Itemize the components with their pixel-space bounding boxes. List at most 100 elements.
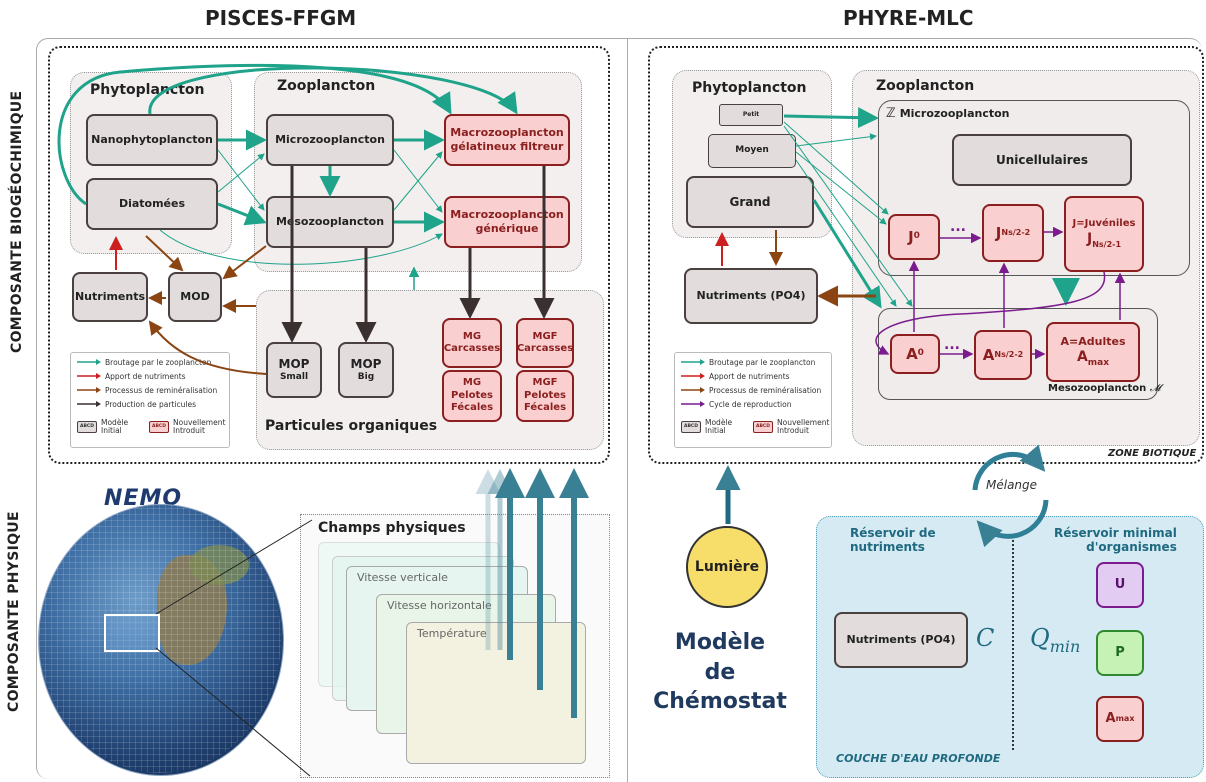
center-divider [627, 38, 628, 782]
legend-initial-swatch: ABCD [77, 420, 97, 433]
phyre-biotic-zone [648, 46, 1204, 464]
node-mop-small: MOP Small [266, 342, 322, 398]
melange-arrow-bottom [976, 499, 1049, 548]
field-vh-label: Vitesse horizontale [387, 599, 492, 612]
node-phyre-nutriments: Nutriments (PO4) [684, 268, 818, 324]
arrow-meso-mod [222, 245, 267, 280]
a-ellipsis: ... [944, 337, 960, 353]
node-mgf-carcasses: MGF Carcasses [516, 318, 574, 368]
node-unicell: Unicellulaires [952, 134, 1132, 186]
node-nutriments: Nutriments [72, 272, 148, 322]
microzoo-title-text: Microzooplancton [899, 107, 1010, 120]
phyre-phyto-title: Phytoplancton [692, 80, 807, 96]
field-vv-label: Vitesse verticale [357, 571, 448, 584]
chemostat-title-2: de [704, 659, 736, 685]
juv-line1: J=Juvéniles [1072, 218, 1136, 230]
phyre-legend-new-swatch: ABCD [753, 420, 773, 433]
deep-divider [1012, 540, 1014, 750]
phyre-legend-row-remin: Processus de reminéralisation [681, 384, 821, 396]
deep-layer-label: COUCHE D'EAU PROFONDE [836, 752, 1001, 765]
adult-sub: max [1087, 357, 1110, 368]
arrow-diatom-micro [217, 153, 265, 193]
globe-grid [39, 505, 281, 773]
mg-carc-line2: Carcasses [443, 343, 501, 354]
phyre-zoo-title: Zooplancton [876, 78, 975, 94]
adult-symbol: Amax [1077, 349, 1109, 369]
arrow-meso-macrogel [393, 151, 443, 211]
arrow-nano-meso [217, 149, 265, 211]
a0-main: A [906, 344, 918, 363]
ans-main: A [982, 345, 995, 364]
arrow-petit-meso [783, 125, 913, 307]
phyre-legend-new-1: Nouvellement [777, 418, 830, 427]
mesozoo-symbol: 𝓜 [1149, 383, 1161, 394]
phyre-legend-nutrients-label: Apport de nutriments [709, 371, 790, 381]
node-macro-generic: Macrozooplancton générique [444, 196, 570, 248]
amax-sub: max [1115, 714, 1135, 723]
champs-title: Champs physiques [318, 520, 466, 536]
globe-focus-rect [104, 614, 160, 652]
node-mop-big: MOP Big [338, 342, 394, 398]
microzoo-symbol: ℤ [886, 106, 896, 121]
legend-initial-2: Initial [101, 425, 122, 435]
lumiere-sun: Lumière [686, 526, 768, 608]
node-adults: A=Adultes Amax [1046, 322, 1140, 382]
arrow-moyen-meso [795, 159, 897, 307]
pisces-biotic-zone [48, 46, 610, 464]
arrow-juv-a0 [875, 271, 1106, 355]
phyre-legend: Broutage par le zooplancton Apport de nu… [674, 352, 832, 448]
legend-row-particles: Production de particules [77, 398, 196, 410]
globe-europe [189, 545, 249, 585]
node-macro-gen-line1: Macrozooplancton [450, 208, 564, 222]
arrow-diatom-macrogen-curve [159, 229, 443, 265]
pisces-particles-title: Particules organiques [265, 418, 438, 434]
node-macro-gel-line2: gélatineux filtreur [450, 140, 564, 153]
mg-carc-line1: MG [462, 330, 482, 342]
phyre-title: PHYRE-MLC [843, 6, 974, 30]
pisces-legend: Broutage par le zooplancton Apport de nu… [70, 352, 230, 448]
adult-main: A [1076, 348, 1088, 365]
res-min-1: Réservoir minimal [1054, 526, 1177, 540]
phyre-legend-initial-2: Initial [705, 425, 726, 435]
node-mgf-pelotes: MGF Pelotes Fécales [516, 370, 574, 422]
mg-pel-line2: Pelotes [451, 389, 493, 401]
j0-main: J [908, 227, 914, 246]
arrow-mop-nutr [148, 320, 267, 375]
zoom-line-top [155, 519, 313, 615]
amax-main: A [1105, 710, 1116, 726]
chemostat-title-3: Chémostat [653, 689, 787, 715]
a0-sub: 0 [917, 348, 924, 359]
res-nut-2: nutriments [850, 540, 925, 555]
legend-nutrients-label: Apport de nutriments [105, 371, 186, 381]
node-deep-nutriments: Nutriments (PO4) [834, 612, 968, 668]
mg-pel-line3: Fécales [450, 402, 494, 414]
node-mesozoo: Mesozooplancton [266, 196, 394, 248]
qmin-sub: min [1049, 636, 1081, 656]
mop-small-line2: Small [279, 371, 309, 382]
phyre-legend-row-repro: Cycle de reproduction [681, 398, 791, 410]
mop-big-line1: MOP [350, 356, 382, 371]
adult-line1: A=Adultes [1060, 335, 1126, 349]
jns-main: J [995, 223, 1002, 242]
j0-sub: 0 [913, 231, 920, 242]
legend-initial-1: Modèle [101, 418, 129, 427]
qmin-main: Q [1030, 624, 1050, 652]
globe [38, 504, 284, 776]
mgf-pel-line1: MGF [532, 377, 558, 389]
phyre-legend-new-2: Introduit [777, 425, 809, 435]
node-mod: MOD [168, 272, 222, 322]
legend-particles-label: Production de particules [105, 399, 196, 409]
field-temp-label: Température [417, 627, 487, 640]
